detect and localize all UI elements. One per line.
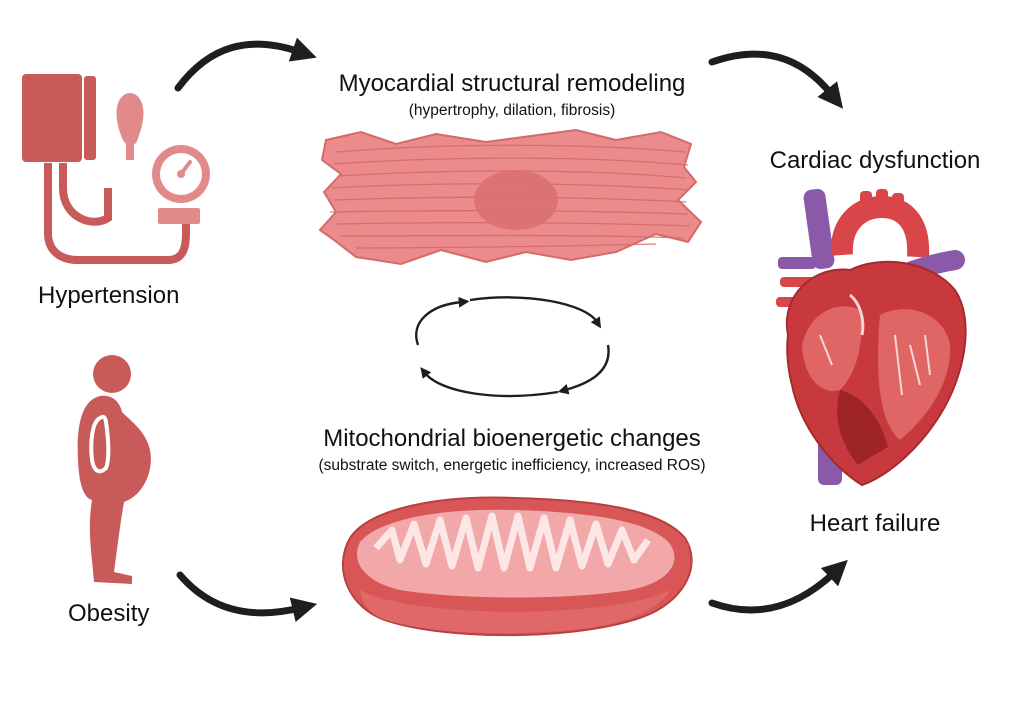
cycle-arrows-icon (415, 296, 610, 398)
obesity-label: Obesity (68, 600, 150, 627)
arrow-obesity-to-mitochondria (176, 571, 318, 623)
arrow-hypertension-to-remodeling (174, 37, 317, 92)
heart-icon (776, 188, 967, 487)
structural-remodeling-subtitle: (hypertrophy, dilation, fibrosis) (408, 102, 616, 119)
mitochondrion-icon (341, 496, 693, 637)
obese-person-icon (77, 355, 151, 584)
arrow-remodeling-to-dysfunction (708, 50, 844, 109)
arrow-mitochondria-to-failure (708, 559, 848, 614)
blood-pressure-cuff-icon (22, 74, 210, 264)
structural-remodeling-title: Myocardial structural remodeling (338, 70, 686, 97)
heart-failure-label: Heart failure (809, 510, 941, 537)
cardiomyocyte-icon (318, 128, 703, 266)
mitochondrial-changes-subtitle: (substrate switch, energetic inefficienc… (318, 457, 706, 474)
cardiac-dysfunction-label: Cardiac dysfunction (769, 147, 981, 174)
hypertension-label: Hypertension (38, 282, 180, 309)
mitochondrial-changes-title: Mitochondrial bioenergetic changes (323, 425, 701, 452)
